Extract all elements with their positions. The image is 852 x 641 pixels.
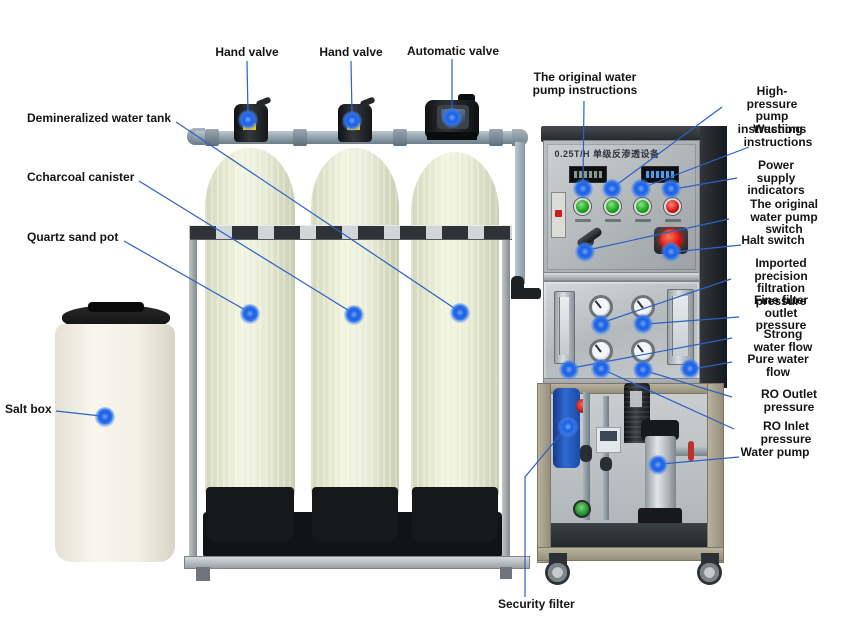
label-washing-instructions: Washing instructions bbox=[743, 122, 813, 149]
tank1-base bbox=[206, 487, 294, 542]
marker-pure-water-flow bbox=[680, 359, 700, 379]
marker-automatic-valve bbox=[442, 108, 462, 128]
label-imported-precision-filtration-pressure: Imported precision filtration pressure bbox=[754, 256, 808, 308]
marker-fine-filter-outlet-pressure bbox=[633, 314, 653, 334]
label-halt-switch: Halt switch bbox=[741, 233, 805, 247]
control-panel-title: 0.25T/H 单级反渗透设备 bbox=[554, 149, 660, 159]
marker-strong-water-flow bbox=[559, 360, 579, 380]
pipe-valve-node bbox=[580, 445, 592, 462]
pump-nameplate bbox=[630, 391, 642, 407]
frame-post-right bbox=[502, 225, 510, 563]
controller-screen bbox=[600, 431, 617, 441]
base-platform bbox=[551, 523, 707, 549]
label-original-pump-switch: The original water pump switch bbox=[750, 197, 819, 236]
lower-frame-post-left bbox=[537, 383, 551, 563]
caster-wheel-left bbox=[545, 560, 570, 585]
label-power-supply-indicators: Power supply indicators bbox=[747, 158, 805, 197]
salt-box-lid-handle bbox=[88, 302, 144, 312]
label-quartz-sand-pot: Quartz sand pot bbox=[27, 230, 119, 244]
pipe-valve-node bbox=[600, 457, 612, 471]
pipe-coupling bbox=[393, 129, 407, 146]
frame-post-left bbox=[189, 225, 197, 563]
indicator-caption bbox=[665, 219, 681, 222]
pipe-coupling bbox=[489, 129, 503, 146]
label-salt-box: Salt box bbox=[5, 402, 52, 416]
cabinet-side-panel bbox=[700, 126, 727, 388]
frame-band bbox=[190, 225, 512, 240]
flow-meter-pure-glass bbox=[672, 296, 689, 356]
indicator-caption bbox=[575, 219, 591, 222]
quartz-sand-tank bbox=[205, 148, 295, 500]
tank3-base bbox=[412, 487, 498, 542]
label-pure-water-flow: Pure water flow bbox=[747, 352, 809, 379]
label-hand-valve-1: Hand valve bbox=[215, 45, 279, 59]
cabinet-divider bbox=[543, 272, 700, 281]
label-strong-water-flow: Strong water flow bbox=[753, 327, 813, 354]
down-pipe-black-elbow-arm bbox=[511, 288, 541, 299]
marker-salt-box bbox=[95, 407, 115, 427]
marker-hand-valve-2 bbox=[342, 111, 362, 131]
indicator-caption bbox=[635, 219, 651, 222]
marker-quartz-sand-pot bbox=[240, 304, 260, 324]
frame-foot-left bbox=[196, 567, 210, 581]
marker-ro-outlet-pressure bbox=[633, 360, 653, 380]
label-ro-inlet-pressure: RO Inlet pressure bbox=[760, 419, 812, 446]
flow-meter-concentrate-glass bbox=[559, 297, 569, 355]
salt-box-body bbox=[55, 324, 175, 562]
label-security-filter: Security filter bbox=[498, 597, 575, 611]
label-demineralized-water-tank: Demineralized water tank bbox=[27, 111, 172, 125]
label-automatic-valve: Automatic valve bbox=[406, 44, 500, 58]
automatic-valve-band bbox=[427, 132, 477, 140]
marker-high-pressure-pump-instructions bbox=[602, 179, 622, 199]
marker-original-pump-switch bbox=[575, 242, 595, 262]
pipe-coupling bbox=[205, 129, 219, 146]
label-water-pump: Water pump bbox=[740, 445, 810, 459]
marker-demineralized-tank bbox=[450, 303, 470, 323]
marker-ro-inlet-pressure bbox=[591, 359, 611, 379]
marker-charcoal-canister bbox=[344, 305, 364, 325]
marker-original-pump-instructions bbox=[573, 179, 593, 199]
label-hand-valve-2: Hand valve bbox=[319, 45, 383, 59]
tank2-base bbox=[312, 487, 398, 542]
pipe-coupling bbox=[293, 129, 307, 146]
label-fine-filter-outlet-pressure: Fine filter outlet pressure bbox=[753, 293, 808, 332]
marker-hand-valve-1 bbox=[238, 110, 258, 130]
green-valve bbox=[573, 500, 591, 518]
marker-water-pump bbox=[648, 455, 668, 475]
indicator-light-green-1 bbox=[574, 198, 591, 215]
marker-security-filter bbox=[558, 417, 578, 437]
frame-bottom-rail bbox=[184, 556, 530, 569]
label-original-pump-instructions: The original water pump instructions bbox=[532, 70, 638, 97]
red-handle bbox=[688, 441, 694, 461]
down-pipe bbox=[515, 142, 525, 284]
automatic-valve-cap bbox=[458, 94, 475, 103]
breaker-red-button bbox=[555, 210, 562, 217]
caster-wheel-right bbox=[697, 560, 722, 585]
indicator-light-green-3 bbox=[634, 198, 651, 215]
marker-washing-instructions bbox=[631, 179, 651, 199]
demineralized-tank bbox=[411, 152, 499, 500]
pipe-elbow-right bbox=[512, 129, 528, 146]
marker-halt-switch bbox=[661, 242, 681, 262]
label-high-pressure-pump-instructions: High-pressure pump instructions bbox=[737, 84, 807, 136]
indicator-caption bbox=[605, 219, 621, 222]
indicator-light-green-2 bbox=[604, 198, 621, 215]
indicator-light-red bbox=[664, 198, 681, 215]
label-charcoal-canister: Ccharcoal canister bbox=[27, 170, 135, 184]
display-right-readout bbox=[646, 171, 674, 178]
frame-foot-right bbox=[500, 567, 512, 579]
marker-power-supply-indicators bbox=[661, 179, 681, 199]
display-left-readout bbox=[574, 171, 602, 178]
lower-frame-post-right bbox=[707, 383, 724, 563]
marker-precision-filtration-pressure bbox=[591, 315, 611, 335]
label-ro-outlet-pressure: RO Outlet pressure bbox=[761, 387, 817, 414]
